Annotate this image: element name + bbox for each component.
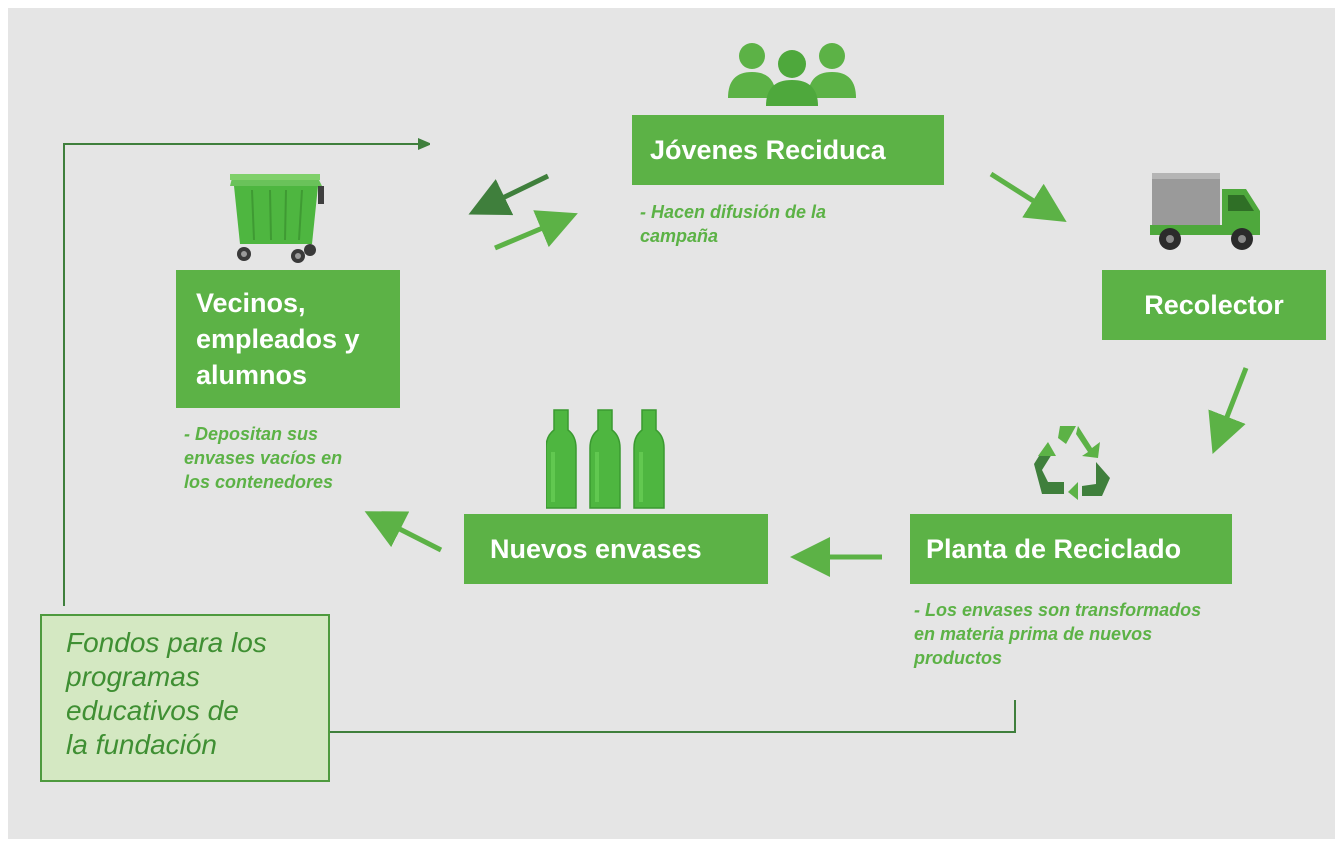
funds-box: Fondos para los programas educativos de …: [40, 614, 330, 782]
caption-vecinos: - Depositan sus envases vacíos en los co…: [184, 422, 342, 494]
trash-container-icon: [230, 174, 324, 263]
node-jovenes-reciduca: Jóvenes Reciduca: [632, 115, 944, 185]
caption-planta-line: - Los envases son transformados: [914, 600, 1202, 620]
funds-return-line: [322, 700, 1016, 733]
arrow-to-vecinos: [468, 173, 550, 216]
caption-planta-line: en materia prima de nuevos: [914, 624, 1153, 644]
caption-jovenes-line: - Hacen difusión de la: [640, 202, 827, 222]
node-vecinos: Vecinos, empleados y alumnos: [176, 270, 400, 408]
arrow-to-vecinos-from-nuevos: [364, 511, 443, 553]
funds-text-line: Fondos para los: [66, 627, 267, 658]
caption-vecinos-line: los contenedores: [184, 472, 334, 492]
node-nuevos-title: Nuevos envases: [490, 533, 702, 564]
funds-to-campaign-line: [63, 144, 426, 606]
diagram-canvas: Jóvenes Reciduca - Hacen difusión de la …: [8, 8, 1335, 839]
node-nuevos-envases: Nuevos envases: [464, 514, 768, 584]
node-recolector: Recolector: [1102, 270, 1326, 340]
node-vecinos-title-line: Vecinos,: [196, 288, 306, 318]
node-vecinos-title-line: alumnos: [196, 360, 308, 390]
funds-text-line: la fundación: [66, 729, 218, 760]
caption-planta: - Los envases son transformados en mater…: [914, 598, 1201, 670]
node-planta-title: Planta de Reciclado: [926, 533, 1182, 564]
flow-arrows: [63, 8, 1249, 733]
caption-planta-line: productos: [914, 648, 1002, 668]
caption-vecinos-line: - Depositan sus: [184, 424, 319, 444]
caption-jovenes-line: campaña: [640, 226, 719, 246]
node-vecinos-title-line: empleados y: [196, 324, 360, 354]
caption-jovenes: - Hacen difusión de la campaña: [640, 200, 826, 248]
recycle-icon: [1034, 426, 1110, 500]
funds-text-line: programas: [66, 661, 200, 692]
bottles-icon: [546, 409, 665, 509]
node-planta-reciclado: Planta de Reciclado: [910, 514, 1232, 584]
funds-text-line: educativos de: [66, 695, 239, 726]
truck-icon: [1150, 173, 1260, 250]
people-icon: [728, 43, 856, 106]
arrow-to-planta: [1208, 367, 1249, 454]
arrow-to-jovenes: [494, 210, 578, 251]
arrow-to-recolector: [989, 171, 1067, 223]
node-recolector-title: Recolector: [1144, 289, 1284, 320]
caption-vecinos-line: envases vacíos en: [184, 448, 343, 468]
node-jovenes-title: Jóvenes Reciduca: [650, 134, 886, 165]
